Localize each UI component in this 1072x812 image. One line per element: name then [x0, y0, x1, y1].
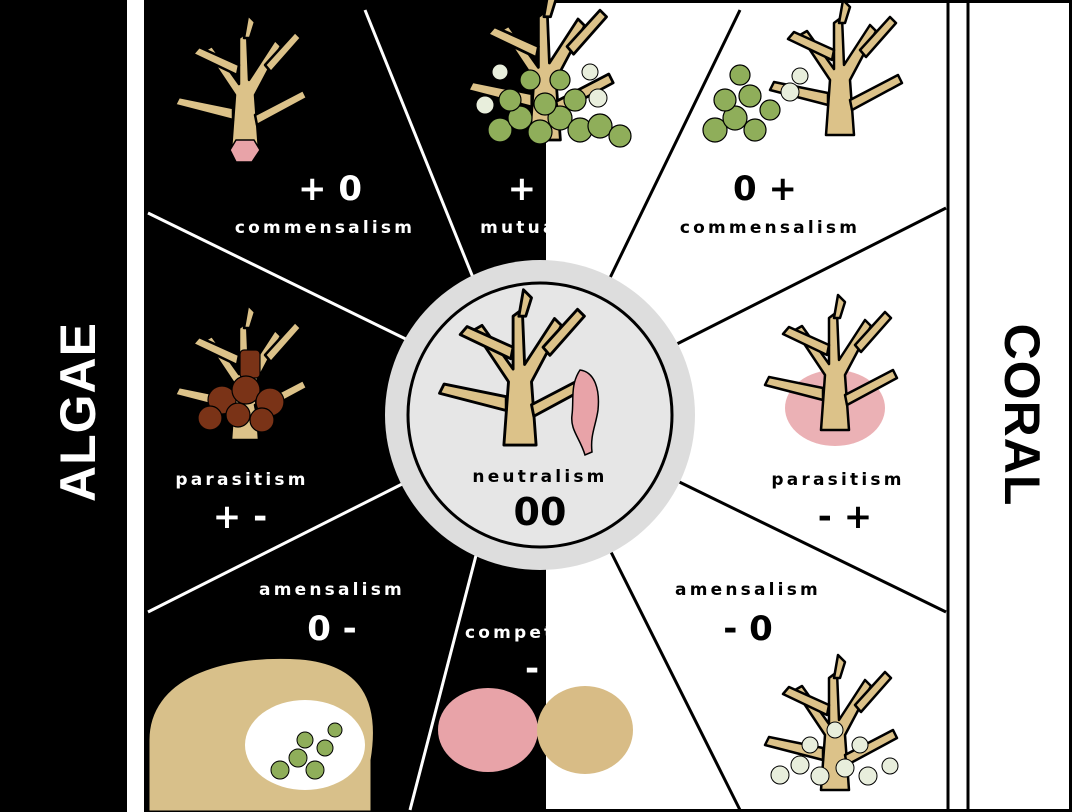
coral-side-label: CORAL: [994, 324, 1050, 507]
segment-label-amensalism-right: amensalism: [675, 580, 821, 600]
segment-symbol-parasitism-left: + -: [213, 497, 267, 537]
segment-label-mutualism: mutualism: [480, 218, 610, 238]
segment-label-amensalism-left: amensalism: [259, 580, 405, 600]
segment-symbol-commensalism-right: 0 +: [733, 169, 797, 209]
algae-side-label: ALGAE: [50, 322, 106, 502]
segment-label-parasitism-right: parasitism: [771, 470, 904, 490]
segment-label-commensalism-right: commensalism: [680, 218, 860, 238]
segment-symbol-competition: - -: [525, 649, 565, 689]
center-label: neutralism: [472, 467, 607, 487]
segment-symbol-commensalism-left: + 0: [298, 169, 362, 209]
segment-symbol-amensalism-left: 0 -: [307, 609, 357, 649]
center-symbol: 00: [514, 490, 567, 534]
segment-label-competition: competition: [465, 623, 615, 643]
algae-inner-border: [127, 0, 145, 812]
amensalism-left-illustration: [150, 659, 372, 810]
segment-symbol-parasitism-right: - +: [818, 497, 872, 537]
segment-label-commensalism-left: commensalism: [235, 218, 415, 238]
segment-symbol-amensalism-right: - 0: [723, 609, 773, 649]
segment-label-parasitism-left: parasitism: [175, 470, 308, 490]
segment-symbol-mutualism: + +: [508, 169, 577, 209]
